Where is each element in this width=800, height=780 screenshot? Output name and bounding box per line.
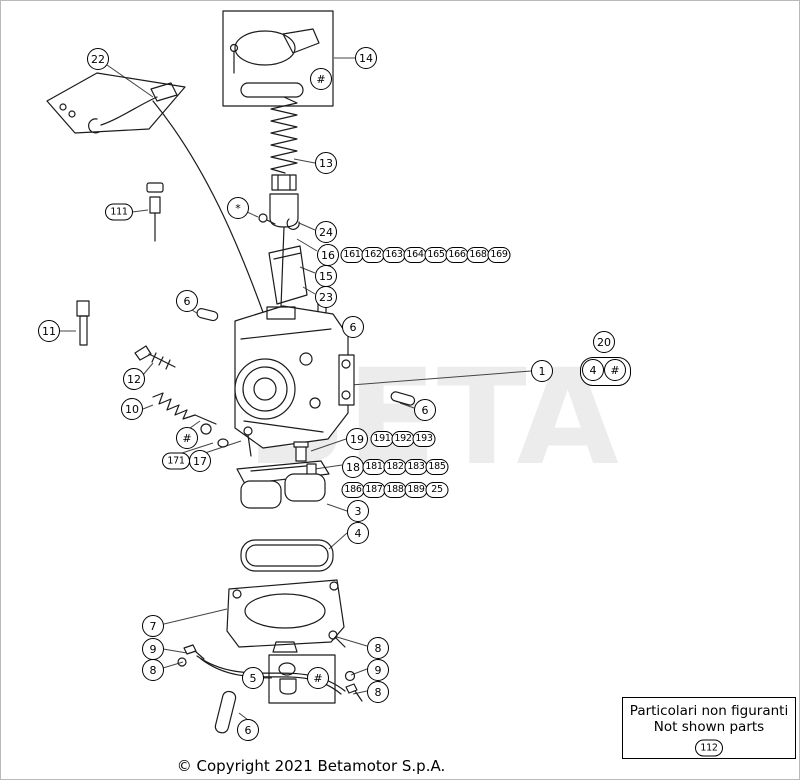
carburetor-parts <box>46 10 416 734</box>
callout-8[interactable]: 8 <box>367 681 389 703</box>
callout-191[interactable]: 191 <box>370 431 394 447</box>
overflow-hose <box>214 690 237 734</box>
callout-164[interactable]: 164 <box>403 247 427 263</box>
callout-14[interactable]: 14 <box>355 47 377 69</box>
callout-163[interactable]: 163 <box>382 247 406 263</box>
callout-#[interactable]: # <box>310 68 332 90</box>
callout-9[interactable]: 9 <box>142 638 164 660</box>
callout-#[interactable]: # <box>604 359 626 381</box>
callout-11[interactable]: 11 <box>38 320 60 342</box>
copyright-text: © Copyright 2021 Betamotor S.p.A. <box>176 757 446 775</box>
callout-112[interactable]: 112 <box>695 739 723 757</box>
top-cover-box <box>222 10 334 107</box>
callout-189[interactable]: 189 <box>404 482 428 498</box>
callout-166[interactable]: 166 <box>445 247 469 263</box>
callout-187[interactable]: 187 <box>362 482 386 498</box>
callout-15[interactable]: 15 <box>315 265 337 287</box>
callout-6[interactable]: 6 <box>342 316 364 338</box>
callout-#[interactable]: # <box>176 427 198 449</box>
throttle-spring <box>270 96 298 174</box>
callout-171[interactable]: 171 <box>162 452 190 470</box>
callout-4[interactable]: 4 <box>347 522 369 544</box>
not-shown-line-it: Particolari non figuranti <box>629 703 789 719</box>
drain-plug-box <box>268 654 336 704</box>
callout-20[interactable]: 20 <box>593 331 615 353</box>
callout-5[interactable]: 5 <box>242 667 264 689</box>
callout-6[interactable]: 6 <box>176 290 198 312</box>
throttle-slide <box>269 193 299 228</box>
callout-193[interactable]: 193 <box>412 431 436 447</box>
callout-*[interactable]: * <box>227 197 249 219</box>
callout-#[interactable]: # <box>307 667 329 689</box>
callout-22[interactable]: 22 <box>87 48 109 70</box>
callout-24[interactable]: 24 <box>315 221 337 243</box>
callout-161[interactable]: 161 <box>340 247 364 263</box>
throttle-cable <box>152 100 265 316</box>
callout-111[interactable]: 111 <box>105 203 133 221</box>
callout-181[interactable]: 181 <box>362 459 386 475</box>
callout-9[interactable]: 9 <box>367 659 389 681</box>
callout-12[interactable]: 12 <box>123 368 145 390</box>
cable-bracket <box>46 72 186 134</box>
callout-168[interactable]: 168 <box>466 247 490 263</box>
callout-8[interactable]: 8 <box>142 659 164 681</box>
callout-6[interactable]: 6 <box>414 399 436 421</box>
callout-183[interactable]: 183 <box>404 459 428 475</box>
callout-185[interactable]: 185 <box>425 459 449 475</box>
not-shown-line-en: Not shown parts <box>653 719 765 735</box>
callout-7[interactable]: 7 <box>142 615 164 637</box>
callout-1[interactable]: 1 <box>531 360 553 382</box>
callout-17[interactable]: 17 <box>189 450 211 472</box>
callout-25[interactable]: 25 <box>425 482 449 498</box>
float-bowl <box>226 579 345 648</box>
callout-19[interactable]: 19 <box>346 428 368 450</box>
callout-3[interactable]: 3 <box>347 500 369 522</box>
callout-23[interactable]: 23 <box>315 286 337 308</box>
callout-18[interactable]: 18 <box>342 456 364 478</box>
callout-165[interactable]: 165 <box>424 247 448 263</box>
callout-10[interactable]: 10 <box>121 398 143 420</box>
callout-182[interactable]: 182 <box>383 459 407 475</box>
callout-4[interactable]: 4 <box>582 359 604 381</box>
callout-13[interactable]: 13 <box>315 152 337 174</box>
callout-186[interactable]: 186 <box>341 482 365 498</box>
callout-8[interactable]: 8 <box>367 637 389 659</box>
callout-16[interactable]: 16 <box>317 244 339 266</box>
callout-188[interactable]: 188 <box>383 482 407 498</box>
callout-169[interactable]: 169 <box>487 247 511 263</box>
callout-6[interactable]: 6 <box>237 719 259 741</box>
callout-192[interactable]: 192 <box>391 431 415 447</box>
callout-162[interactable]: 162 <box>361 247 385 263</box>
